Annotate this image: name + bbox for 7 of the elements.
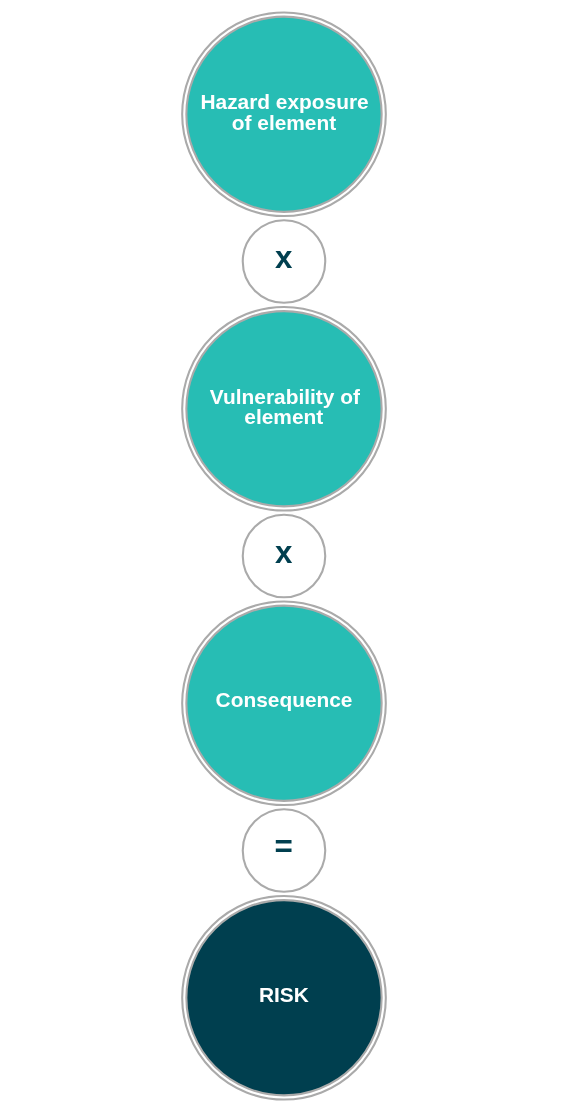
node-circle: = [241, 808, 327, 893]
node-circle: x [241, 513, 327, 599]
node-circle: Hazard exposure of element [181, 11, 387, 218]
node-circle: RISK [181, 894, 387, 1101]
node-circle: Vulnerability of element [181, 305, 387, 512]
node-circle: Consequence [181, 600, 387, 807]
node-circle: x [241, 219, 327, 304]
